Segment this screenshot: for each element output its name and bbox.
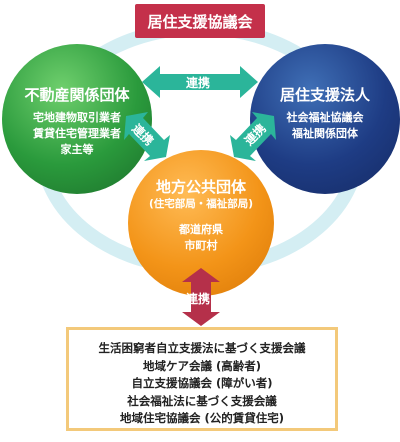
meetings-box: 生活困窮者自立支援法に基づく支援会議 地域ケア会議 (高齢者) 自立支援協議会 …: [66, 327, 338, 431]
link-label-bottom: 連携: [186, 292, 211, 306]
support-corp-line: 社会福祉協議会: [286, 111, 364, 124]
link-arrow-left: [124, 112, 170, 161]
meeting-item: 生活困窮者自立支援法に基づく支援会議: [98, 341, 306, 355]
meeting-item: 社会福祉法に基づく支援会議: [127, 393, 277, 408]
local-gov-line: 市町村: [184, 239, 218, 252]
support-corp-title: 居住支援法人: [279, 86, 370, 104]
meeting-item: 地域住宅協議会 (公的賃貸住宅): [119, 411, 284, 426]
real-estate-line: 宅地建物取引業者: [33, 111, 121, 124]
link-arrow-top: [142, 66, 258, 98]
support-corp-circle: 居住支援法人 社会福祉協議会 福祉関係団体: [250, 44, 400, 194]
meeting-item: 地域ケア会議 (高齢者): [142, 358, 261, 373]
local-gov-subtitle: (住宅部局・福祉部局): [148, 198, 254, 210]
council-title: 居住支援協議会: [147, 12, 253, 31]
link-arrow-bottom: [182, 268, 220, 326]
real-estate-line: 賃貸住宅管理業者: [33, 127, 121, 140]
real-estate-title: 不動産関係団体: [24, 86, 130, 104]
council-header: 居住支援協議会: [135, 4, 265, 38]
support-corp-line: 福祉関係団体: [292, 127, 358, 140]
local-gov-title: 地方公共団体: [155, 178, 246, 196]
local-gov-line: 都道府県: [179, 223, 223, 236]
meeting-item: 自立支援協議会 (障がい者): [131, 376, 273, 391]
link-label-top: 連携: [186, 76, 211, 90]
link-arrow-right: [230, 112, 276, 161]
real-estate-line: 家主等: [60, 143, 94, 156]
